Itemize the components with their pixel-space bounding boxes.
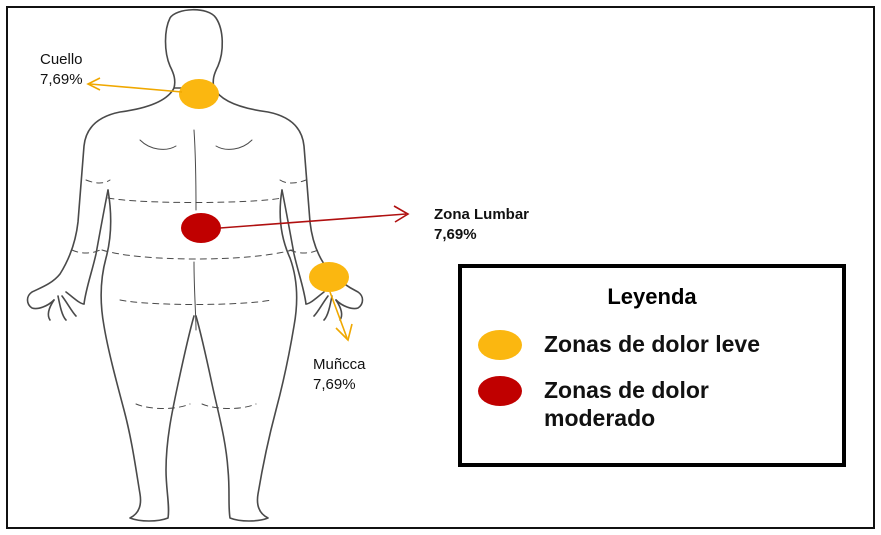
legend-box: Leyenda Zonas de dolor leve Zonas de dol… — [458, 264, 846, 467]
legend-title: Leyenda — [462, 284, 842, 310]
label-muneca-value: 7,69% — [313, 375, 356, 394]
marker-muneca — [309, 262, 349, 292]
arrow-lumbar — [220, 206, 408, 228]
marker-lumbar — [181, 213, 221, 243]
legend-swatch-moderado — [478, 376, 522, 406]
arrow-cuello — [88, 78, 182, 92]
legend-item-moderado: Zonas de dolor moderado — [478, 376, 709, 432]
label-lumbar-value: 7,69% — [434, 225, 477, 244]
marker-cuello — [179, 79, 219, 109]
legend-swatch-leve — [478, 330, 522, 360]
label-cuello-value: 7,69% — [40, 70, 83, 89]
label-muneca-name: Muñcca — [313, 355, 366, 374]
legend-label-moderado-line2: moderado — [544, 404, 709, 432]
legend-item-leve: Zonas de dolor leve — [478, 330, 760, 360]
legend-label-moderado-line1: Zonas de dolor — [544, 376, 709, 404]
legend-label-leve: Zonas de dolor leve — [544, 330, 760, 358]
label-cuello-name: Cuello — [40, 50, 83, 69]
label-lumbar-name: Zona Lumbar — [434, 205, 529, 224]
legend-label-moderado: Zonas de dolor moderado — [544, 376, 709, 432]
